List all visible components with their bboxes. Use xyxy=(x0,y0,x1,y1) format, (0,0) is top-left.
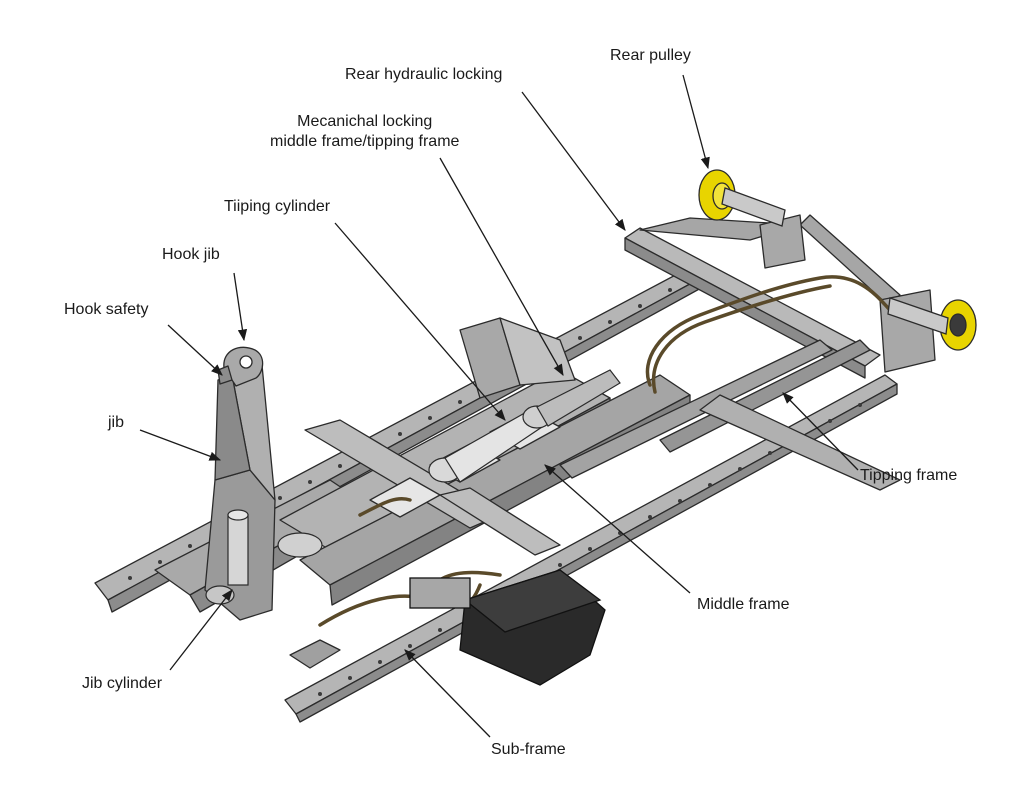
leader-mechanical-locking xyxy=(439,157,564,377)
rear-pulley-left xyxy=(698,169,786,227)
leader-rear-pulley xyxy=(682,74,710,170)
rear-pulley-right xyxy=(887,297,977,351)
label-jib: jib xyxy=(108,414,125,431)
leader-tipping-frame xyxy=(782,392,859,471)
leader-lines xyxy=(139,74,859,738)
label-tipping-frame: Tipping frame xyxy=(860,467,958,484)
label-rear-hydraulic-locking: Rear hydraulic locking xyxy=(345,66,503,83)
label-middle-frame: Middle frame xyxy=(697,596,790,613)
leader-jib xyxy=(139,429,222,461)
label-hook-jib: Hook jib xyxy=(162,246,220,263)
leader-rear-hydraulic-locking xyxy=(521,91,626,231)
label-mechanical-locking: Mecanichal locking middle frame/tipping … xyxy=(270,113,460,150)
leader-middle-frame xyxy=(544,464,691,594)
label-hook-safety: Hook safety xyxy=(64,301,149,318)
label-jib-cylinder: Jib cylinder xyxy=(82,675,163,692)
tipping-cylinder xyxy=(428,369,621,483)
label-sub-frame: Sub-frame xyxy=(491,741,566,758)
control-box xyxy=(409,569,606,686)
label-rear-pulley: Rear pulley xyxy=(610,47,691,64)
leader-hook-jib xyxy=(233,272,248,342)
leader-jib-cylinder xyxy=(169,589,233,671)
leader-hook-safety xyxy=(167,324,223,376)
leader-sub-frame xyxy=(404,649,491,738)
label-tipping-cylinder: Tiiping cylinder xyxy=(224,198,331,215)
leader-tipping-cylinder xyxy=(334,222,506,421)
